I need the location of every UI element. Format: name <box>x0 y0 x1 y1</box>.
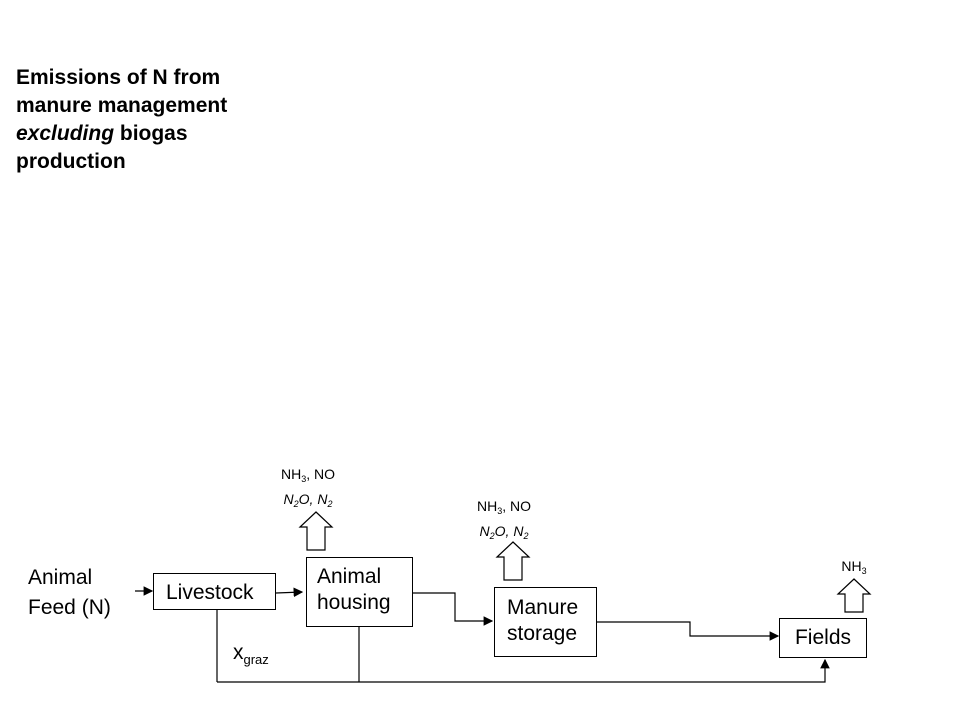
fields-box: Fields <box>779 618 867 658</box>
emissions-fields: NH3 <box>841 558 867 576</box>
emissions-storage: NH3, NO N2O, N2 <box>476 498 532 541</box>
emission-arrow-fields <box>836 578 872 613</box>
arrow-housing-to-storage <box>413 592 494 626</box>
emission-arrow-housing <box>298 511 334 551</box>
arrow-storage-to-fields <box>597 621 780 641</box>
diagram-title: Emissions of N from manure management ex… <box>16 66 228 173</box>
input-feed-label: Animal Feed (N) <box>28 566 111 619</box>
arrow-bypass-to-fields <box>217 658 830 683</box>
livestock-label: Livestock <box>166 581 254 604</box>
manure-storage-box: Manure storage <box>494 587 597 657</box>
emission-arrow-storage <box>495 541 531 581</box>
title-emphasis: excluding <box>16 122 115 145</box>
arrow-livestock-to-housing <box>275 587 304 598</box>
grazing-label: xgraz <box>233 641 269 668</box>
emissions-housing: NH3, NO N2O, N2 <box>280 466 336 509</box>
livestock-box: Livestock <box>153 573 276 610</box>
animal-housing-box: Animal housing <box>306 557 413 627</box>
